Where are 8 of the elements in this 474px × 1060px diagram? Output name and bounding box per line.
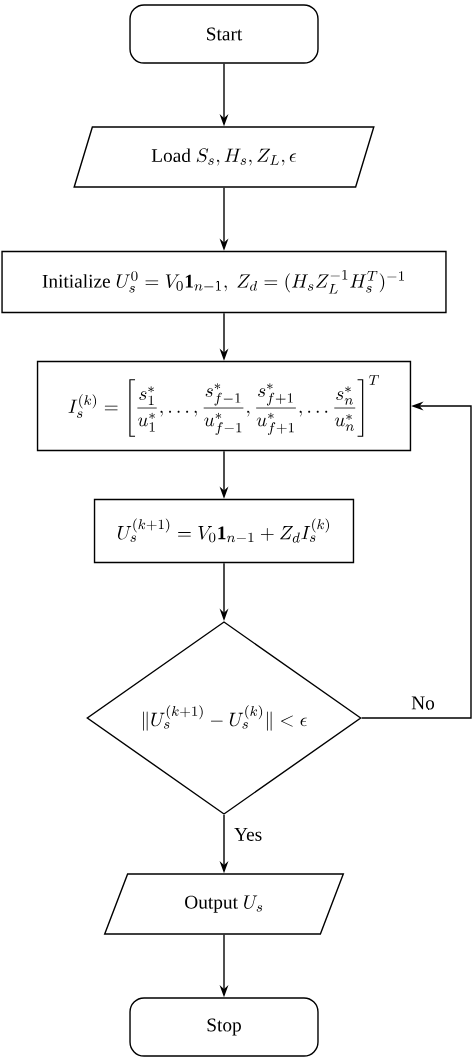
terminal-box: Stop [129, 997, 319, 1057]
edge-label: Yes [232, 826, 264, 843]
terminal-box: Start [129, 4, 319, 64]
input-parallelogram: $\text{Load } S_s, H_s, Z_L, \epsilon$ [73, 126, 375, 188]
process-box: $\text{Initialize } U_s^0 = V_0\mathbf{1}_{n-1},\ Z_d = (H_s Z_L^{-1} H_s^T)^{-1}$ [1, 250, 447, 314]
edge-label: No [409, 694, 437, 712]
process-box: $U_s^{(k+1)} = V_0\mathbf{1}_{n-1} + Z_d I_s^{(k)}$ [93, 498, 355, 564]
process-box: $I_s^{(k)} = \left[\frac{s_1^*}{u_1^*},\dots,\frac{s_{f-1}^*}{u_{f-1}^*},\frac{s_{f+1}^*}{u_{f+1}^*},\dots\frac{s_n^*}{u_n^*}\right]^T$ [36, 360, 412, 452]
